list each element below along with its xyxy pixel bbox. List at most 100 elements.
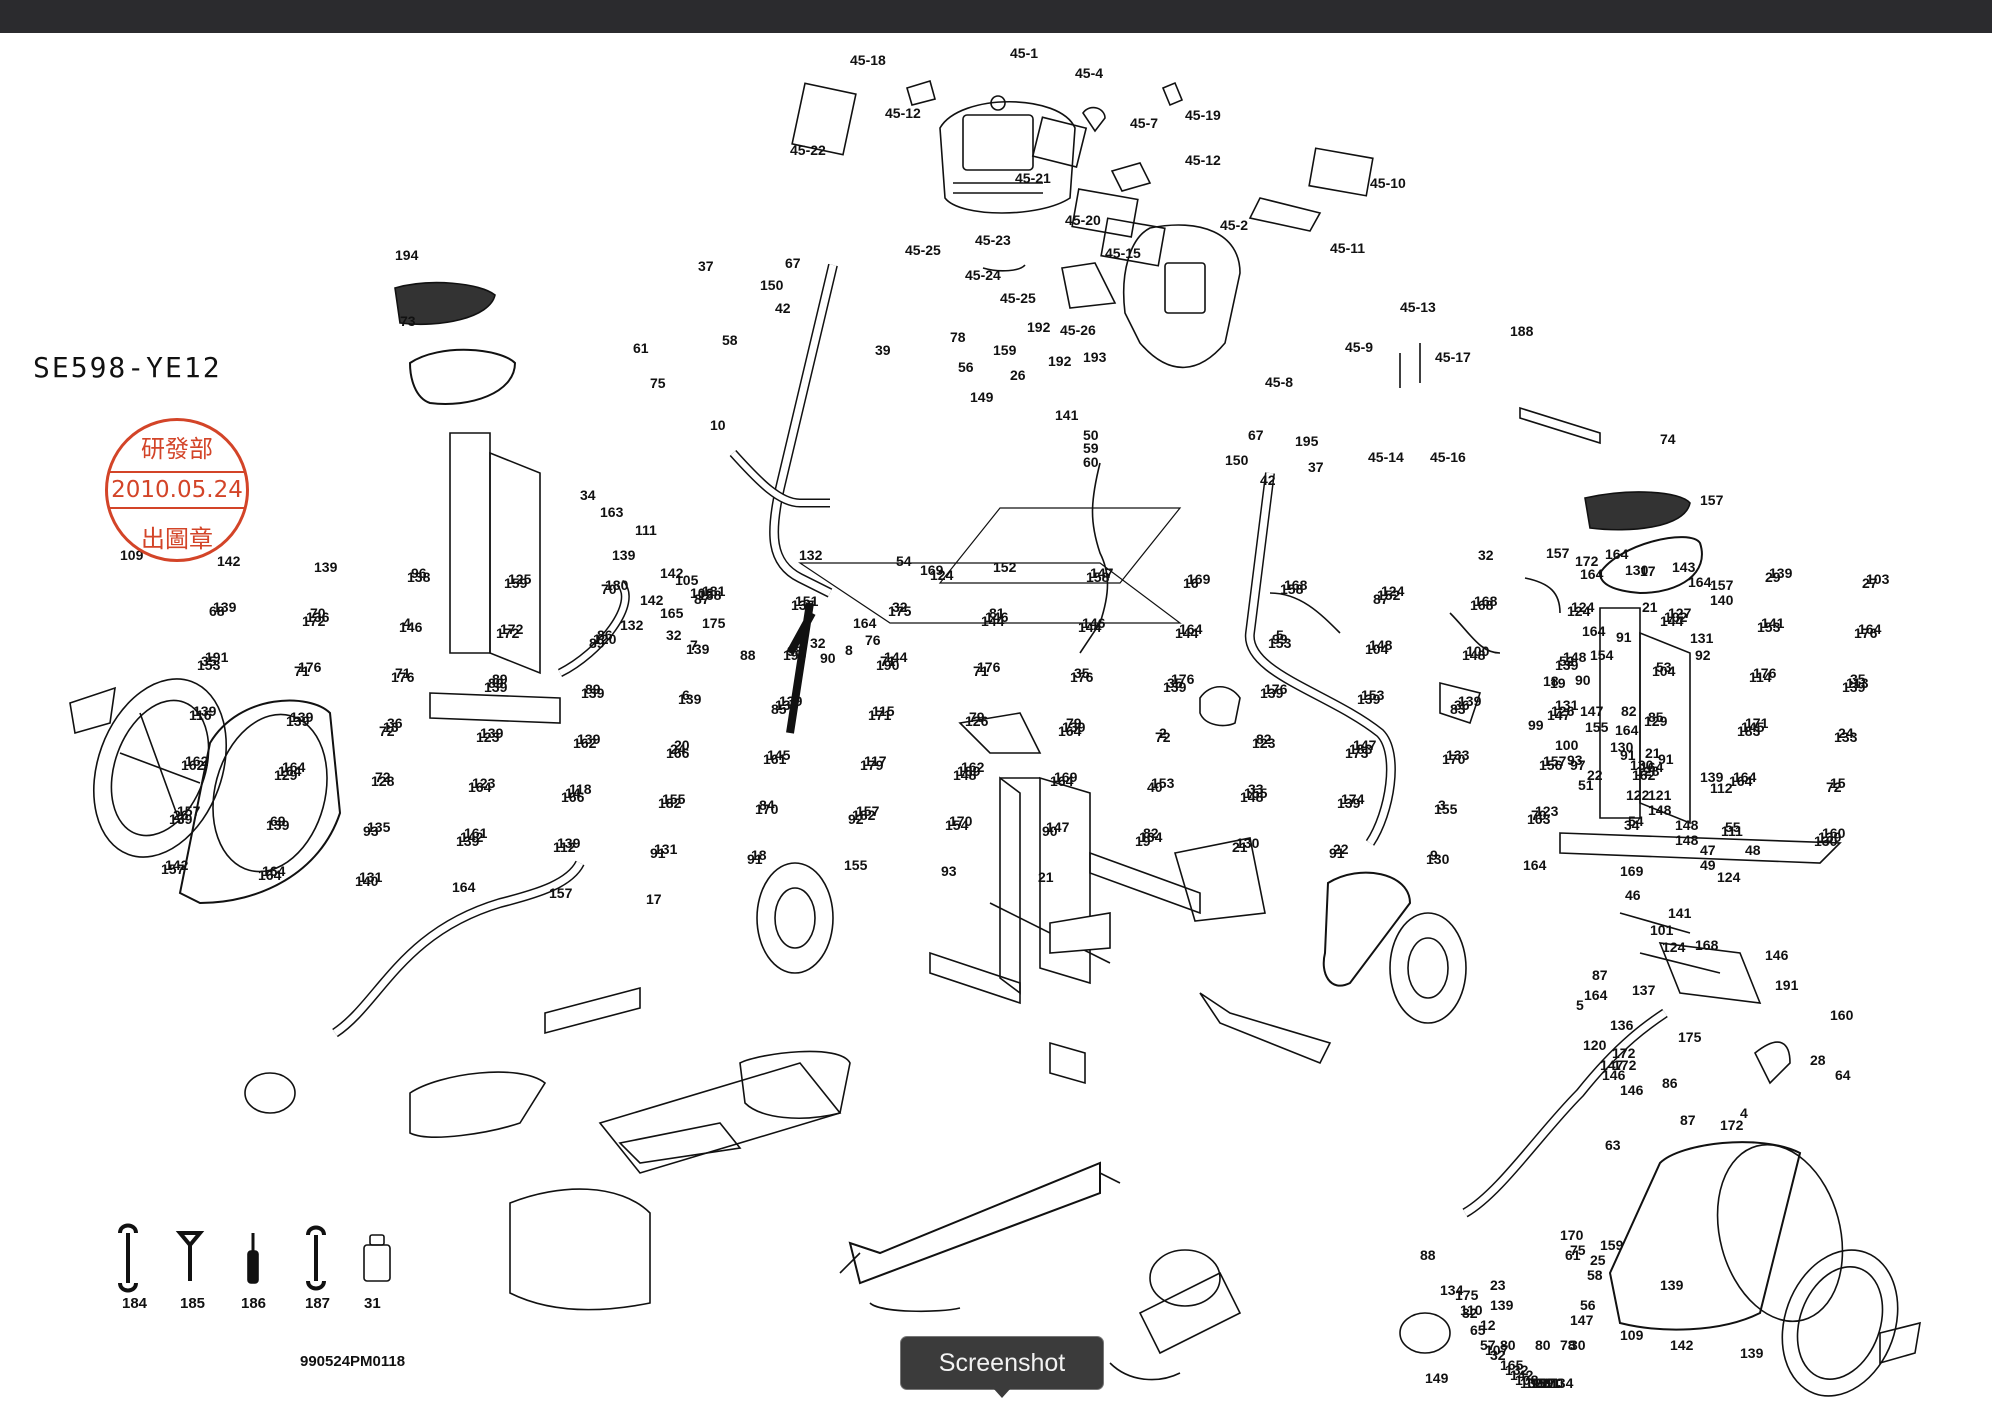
combination-wrench-icon — [306, 1225, 326, 1291]
part-number-label: 71 — [880, 653, 896, 669]
part-number-label: 176 — [298, 659, 322, 675]
part-number-label: 190 — [876, 657, 900, 673]
part-number-label: 35 — [1850, 671, 1866, 687]
part-number-label: 15 — [1830, 775, 1846, 791]
part-number-label: 146 — [1765, 947, 1789, 963]
base-covers — [409, 986, 1086, 1311]
part-number-label: 120 — [1583, 1037, 1607, 1053]
part-number-label: 113 — [1846, 675, 1869, 691]
part-number-label: 141 — [1668, 905, 1692, 921]
part-number-label: 61 — [633, 340, 649, 356]
tool-number-label: 31 — [364, 1295, 381, 1312]
bottle-icon — [363, 1234, 391, 1282]
handlebar-assembly — [729, 263, 1396, 846]
part-number-label: 99 — [1272, 631, 1288, 647]
part-number-label: 124 — [1571, 599, 1595, 615]
part-number-label: 194 — [395, 247, 419, 263]
part-number-label: 76 — [865, 632, 881, 648]
tool-kit: 184 185 186 187 31 — [118, 1223, 391, 1312]
part-number-label: 130 — [1625, 562, 1649, 578]
part-number-label: 22 — [1587, 767, 1603, 783]
part-number-label: 139 — [1555, 657, 1579, 673]
part-number-label: 123 — [472, 775, 496, 791]
part-number-label: 112 — [1710, 780, 1733, 796]
part-number-label: 146 — [1620, 1082, 1644, 1098]
part-number-label: 133 — [1446, 747, 1470, 763]
part-number-label: 181 — [702, 583, 726, 599]
part-number-label: 157 — [161, 861, 185, 877]
part-number-label: 47 — [1700, 842, 1716, 858]
part-number-label: 139 — [1337, 795, 1361, 811]
part-number-label: 169 — [920, 562, 944, 578]
part-number-label: 163 — [1527, 811, 1551, 827]
part-number-label: 139 — [1357, 691, 1381, 707]
part-number-label: 168 — [1284, 577, 1308, 593]
part-number-label: 78 — [950, 329, 966, 345]
part-number-label: 164 — [1179, 621, 1203, 637]
part-number-label: 159 — [504, 575, 528, 591]
part-number-label: 160 — [1822, 825, 1846, 841]
part-number-label: 148 — [1675, 832, 1699, 848]
part-number-label: 147 — [1570, 1312, 1594, 1328]
part-number-label: 115 — [872, 703, 895, 719]
wiring-and-hardware — [1079, 343, 1762, 1381]
part-number-label: 89 — [488, 675, 504, 691]
part-number-label: 89 — [585, 681, 601, 697]
part-number-label: 143 — [1672, 559, 1696, 575]
part-number-label: 139 — [266, 817, 290, 833]
part-number-label: 42 — [775, 300, 791, 316]
part-number-label: 179 — [860, 757, 884, 773]
part-number-label: 150 — [1225, 452, 1249, 468]
part-number-label: 18 — [1543, 673, 1559, 689]
part-number-label: 189 — [957, 763, 981, 779]
part-number-label: 168 — [1695, 937, 1719, 953]
part-number-label: 172 — [1612, 1045, 1636, 1061]
part-number-label: 27 — [1862, 575, 1878, 591]
part-number-label: 37 — [1308, 459, 1324, 475]
part-number-label: 37 — [698, 258, 714, 274]
part-number-label: 57 — [1480, 1337, 1496, 1353]
part-number-label: 172 — [496, 625, 520, 641]
part-number-label: 164 — [1615, 722, 1639, 738]
part-number-label: 21 — [1642, 599, 1658, 615]
part-number-label: 144 — [1078, 619, 1102, 635]
part-number-label: 139 — [1163, 679, 1187, 695]
part-number-label: 20 — [674, 737, 690, 753]
part-number-label: 176 — [1753, 665, 1777, 681]
main-frame — [598, 712, 1266, 1313]
part-number-label: 10 — [710, 417, 726, 433]
part-number-label: 51 — [1578, 777, 1594, 793]
part-number-label: 164 — [1605, 546, 1629, 562]
part-number-label: 165 — [1500, 1357, 1524, 1373]
part-number-label: 146 — [1602, 1067, 1626, 1083]
part-number-label: 182 — [852, 807, 876, 823]
part-number-label: 45-13 — [1400, 299, 1436, 315]
part-number-label: 172 — [1720, 1117, 1744, 1133]
part-number-label: 180 — [605, 577, 629, 593]
part-number-label: 162 — [181, 757, 205, 773]
part-number-label: 153 — [1757, 619, 1781, 635]
part-number-label: 49 — [1700, 857, 1716, 873]
part-number-label: 39 — [875, 342, 891, 358]
part-number-label: 153 — [1151, 775, 1175, 791]
part-number-label: 45-11 — [1330, 240, 1365, 256]
part-number-label: 175 — [1678, 1029, 1702, 1045]
part-number-label: 45-8 — [1265, 374, 1293, 390]
part-number-label: 139 — [1660, 1277, 1684, 1293]
part-number-label: 85 — [771, 701, 787, 717]
part-number-label: 162 — [961, 759, 985, 775]
part-number-label: 92 — [1695, 647, 1711, 663]
part-number-label: 64 — [1835, 1067, 1851, 1083]
part-number-label: 87 — [1373, 591, 1389, 607]
part-number-label: 114 — [1749, 669, 1772, 685]
part-number-label: 91 — [1658, 751, 1674, 767]
department-approval-stamp: 研發部 2010.05.24 出圖章 — [105, 418, 249, 562]
part-number-label: 82 — [1256, 731, 1272, 747]
part-number-label: 80 — [1535, 1337, 1551, 1353]
part-number-label: 146 — [985, 609, 1009, 625]
part-number-label: 34 — [1624, 817, 1640, 833]
part-number-label: 170 — [1560, 1227, 1584, 1243]
part-number-label: 82 — [1621, 703, 1637, 719]
part-number-label: 164 — [1050, 773, 1074, 789]
